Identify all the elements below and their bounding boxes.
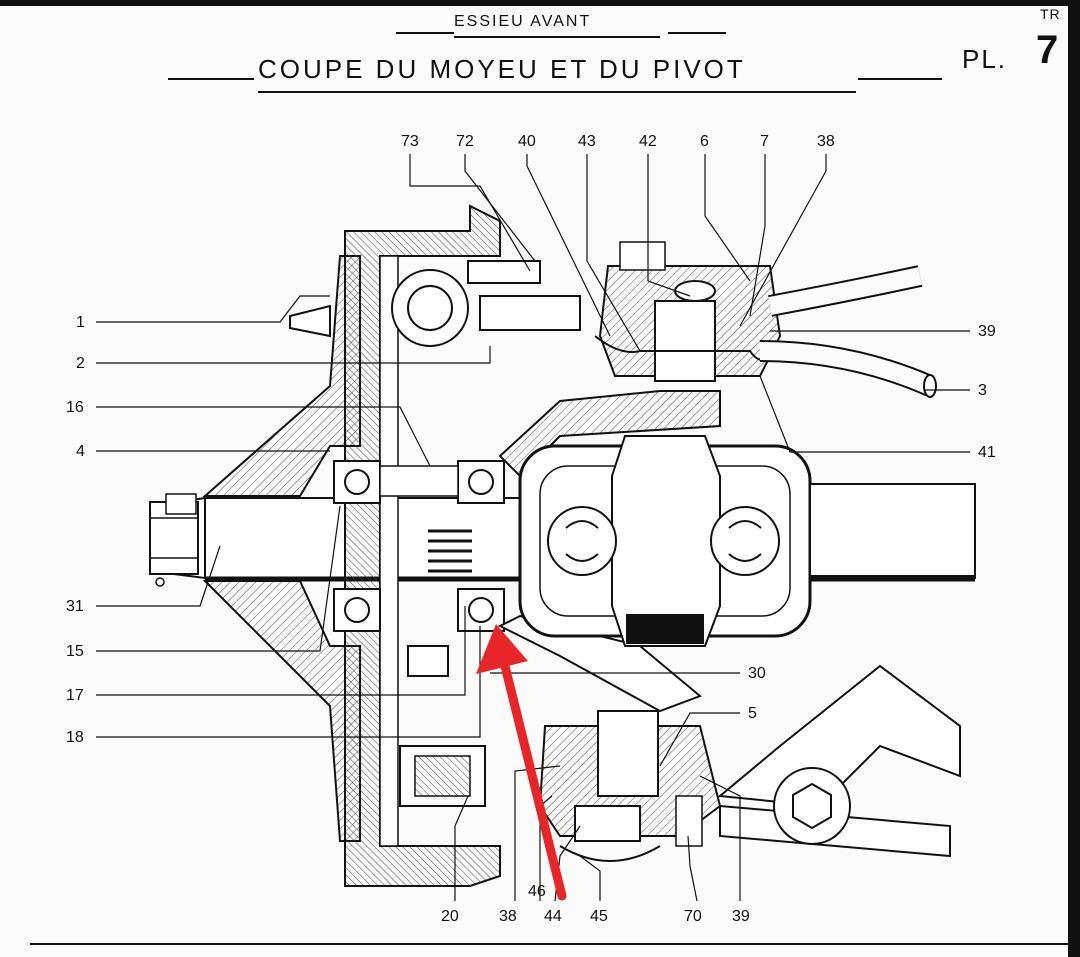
plate-prefix: PL. — [962, 44, 1008, 74]
callout-left-8: 18 — [66, 729, 84, 746]
callout-left-6: 15 — [66, 643, 84, 660]
callouts-top: 73 72 40 43 42 6 7 38 — [401, 133, 835, 150]
bottom-rule — [30, 943, 1068, 945]
upper-eye-bolt — [391, 260, 581, 347]
brake-drum — [344, 204, 501, 887]
callout-top-3: 40 — [518, 133, 536, 150]
callout-right-2: 3 — [978, 382, 987, 399]
callout-left-4: 4 — [76, 443, 85, 460]
callout-left-3: 16 — [66, 399, 84, 416]
callout-top-1: 73 — [401, 133, 419, 150]
callouts-right: 39 3 41 30 5 — [748, 323, 996, 722]
header-super-title: ESSIEU AVANT — [454, 13, 592, 30]
callout-right-4: 30 — [748, 665, 766, 682]
callout-left-5: 31 — [66, 598, 84, 615]
callout-bottom-6: 70 — [684, 908, 702, 925]
callout-right-3: 41 — [978, 444, 996, 461]
callout-top-2: 72 — [456, 133, 474, 150]
callouts-bottom: 20 38 46 44 45 70 39 — [441, 883, 750, 925]
callout-bottom-5: 45 — [590, 908, 608, 925]
callout-top-5: 42 — [639, 133, 657, 150]
callout-top-4: 43 — [578, 133, 596, 150]
annotation-arrow — [476, 624, 567, 901]
callouts-left: 1 2 16 4 31 15 17 18 — [66, 314, 85, 746]
header-rule-right — [668, 32, 726, 34]
page-title: COUPE DU MOYEU ET DU PIVOT — [258, 54, 746, 84]
upper-kingpin — [594, 241, 782, 382]
callout-left-1: 1 — [76, 314, 85, 331]
callout-left-7: 17 — [66, 687, 84, 704]
brake-shoe-bolt — [399, 645, 486, 807]
title-rule-right — [858, 78, 942, 80]
callout-left-2: 2 — [76, 355, 85, 372]
callout-top-6: 6 — [700, 133, 709, 150]
title-underline — [258, 91, 856, 93]
outer-bearing — [333, 460, 381, 632]
callout-bottom-4: 44 — [544, 908, 562, 925]
brake-hose — [759, 265, 937, 398]
plate-number: 7 — [1036, 28, 1061, 72]
grease-nipple — [289, 304, 331, 338]
header-underline — [454, 36, 660, 38]
header-rule-left — [396, 32, 454, 34]
bearing-spacer-spring — [379, 465, 472, 573]
callout-bottom-7: 39 — [732, 908, 750, 925]
universal-joint — [518, 435, 976, 647]
callout-top-8: 38 — [817, 133, 835, 150]
hub-pivot-section-drawing: 73 72 40 43 42 6 7 38 1 2 16 4 31 15 17 … — [66, 133, 996, 925]
drawing-sheet: ESSIEU AVANT COUPE DU MOYEU ET DU PIVOT … — [0, 6, 1068, 957]
callout-bottom-2: 38 — [499, 908, 517, 925]
callout-right-1: 39 — [978, 323, 996, 340]
callout-top-7: 7 — [760, 133, 769, 150]
lower-kingpin — [538, 710, 722, 862]
suspension-arm — [717, 664, 961, 858]
inner-bearing — [457, 460, 505, 632]
callout-bottom-1: 20 — [441, 908, 459, 925]
callout-bottom-3: 46 — [528, 883, 546, 900]
leader-lines — [96, 154, 970, 902]
axle-nut — [149, 493, 199, 587]
callout-right-5: 5 — [748, 705, 757, 722]
title-rule-left — [168, 78, 254, 80]
plate-corner-text: TR — [1040, 6, 1061, 22]
